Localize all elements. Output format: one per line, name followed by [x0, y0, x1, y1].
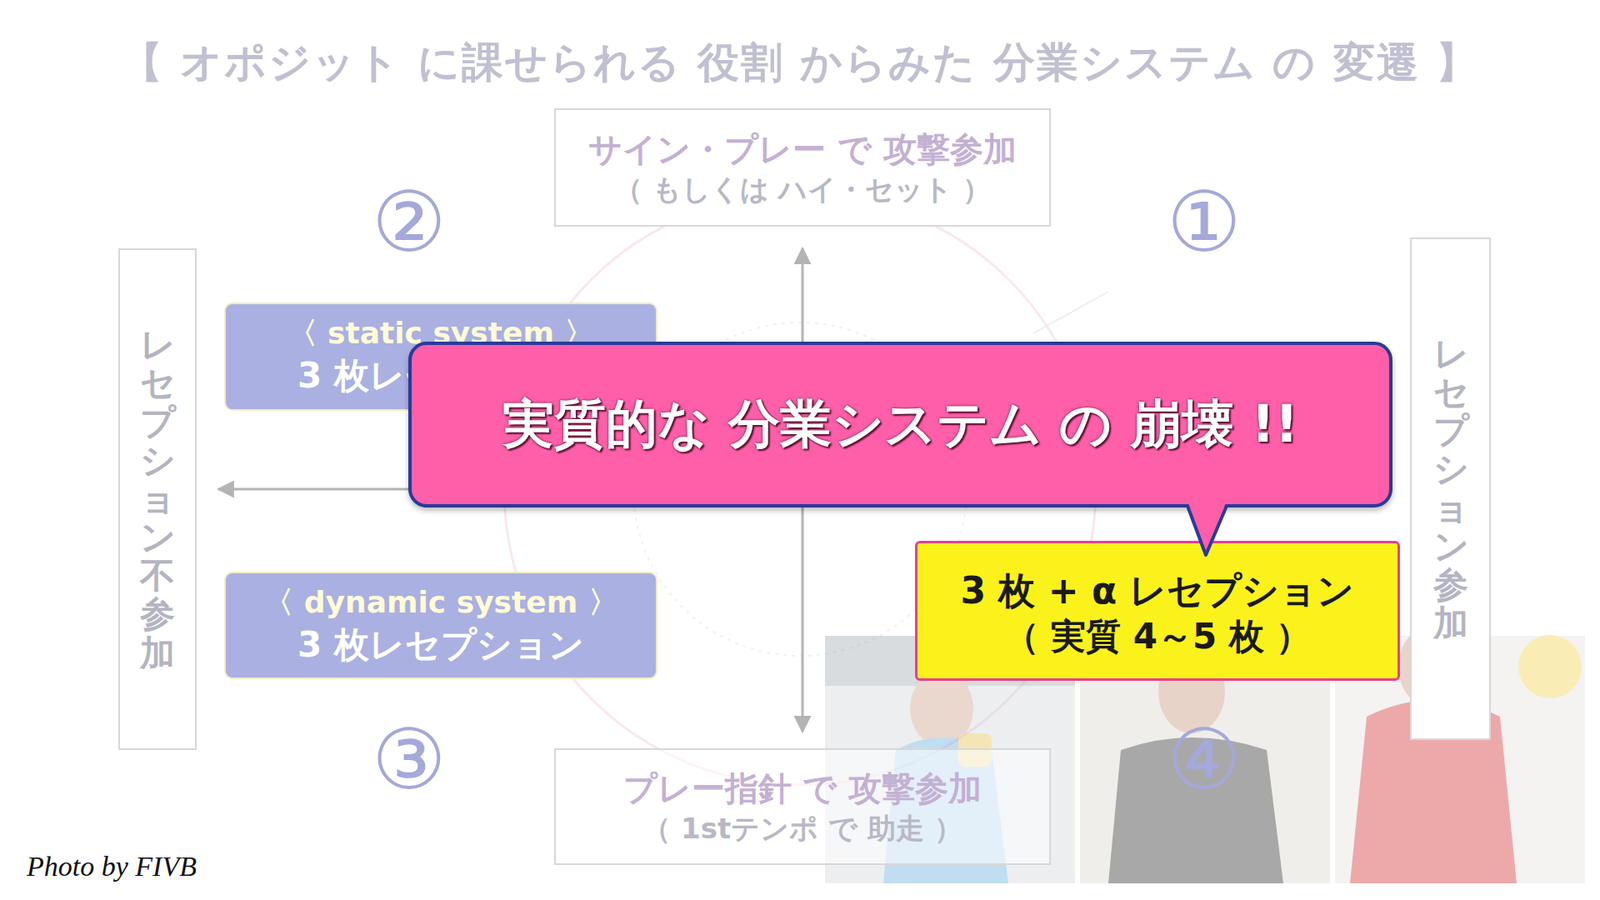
faint-line [1033, 291, 1109, 334]
quadrant-number: ② [371, 180, 447, 265]
axis-right-box: レセプション参加 [1410, 237, 1491, 740]
box-text: 3 枚レセプション [297, 622, 585, 669]
box-text: （ もしくは ハイ・セット ） [614, 170, 992, 208]
box-heading: 3 枚 + α レセプション [960, 566, 1355, 615]
box-heading: 〈 dynamic system 〉 [263, 583, 618, 623]
axis-left-box: レセプション不参加 [118, 248, 197, 750]
photo-credit: Photo by FIVB [26, 850, 197, 882]
quadrant-number: ③ [371, 718, 447, 802]
vertical-label: レセプション不参加 [140, 325, 175, 673]
callout-tail-fill [1187, 500, 1227, 555]
callout-tail-outline [1187, 505, 1227, 555]
system-box: 〈 dynamic system 〉3 枚レセプション [224, 571, 658, 680]
title: 【 オポジット に課せられる 役割 からみた 分業システム の 変遷 】 [16, 35, 1584, 91]
box-heading: 実質的な 分業システム の 崩壊 !! [502, 390, 1299, 459]
quadrant-number: ① [1166, 180, 1242, 265]
highlight-box: 3 枚 + α レセプション（ 実質 4～5 枚 ） [915, 540, 1400, 681]
box-text: （ 1stテンポ で 助走 ） [642, 810, 963, 847]
axis-top-box: サイン・プレー で 攻撃参加（ もしくは ハイ・セット ） [554, 108, 1051, 227]
box-heading: プレー指針 で 攻撃参加 [623, 766, 983, 810]
vertical-label: レセプション参加 [1433, 335, 1469, 644]
box-heading: サイン・プレー で 攻撃参加 [588, 127, 1017, 171]
callout-box: 実質的な 分業システム の 崩壊 !! [408, 341, 1393, 508]
quadrant-number: ④ [1166, 718, 1242, 802]
axis-bottom-box: プレー指針 で 攻撃参加（ 1stテンポ で 助走 ） [554, 748, 1051, 865]
box-text: （ 実質 4～5 枚 ） [1004, 614, 1312, 660]
